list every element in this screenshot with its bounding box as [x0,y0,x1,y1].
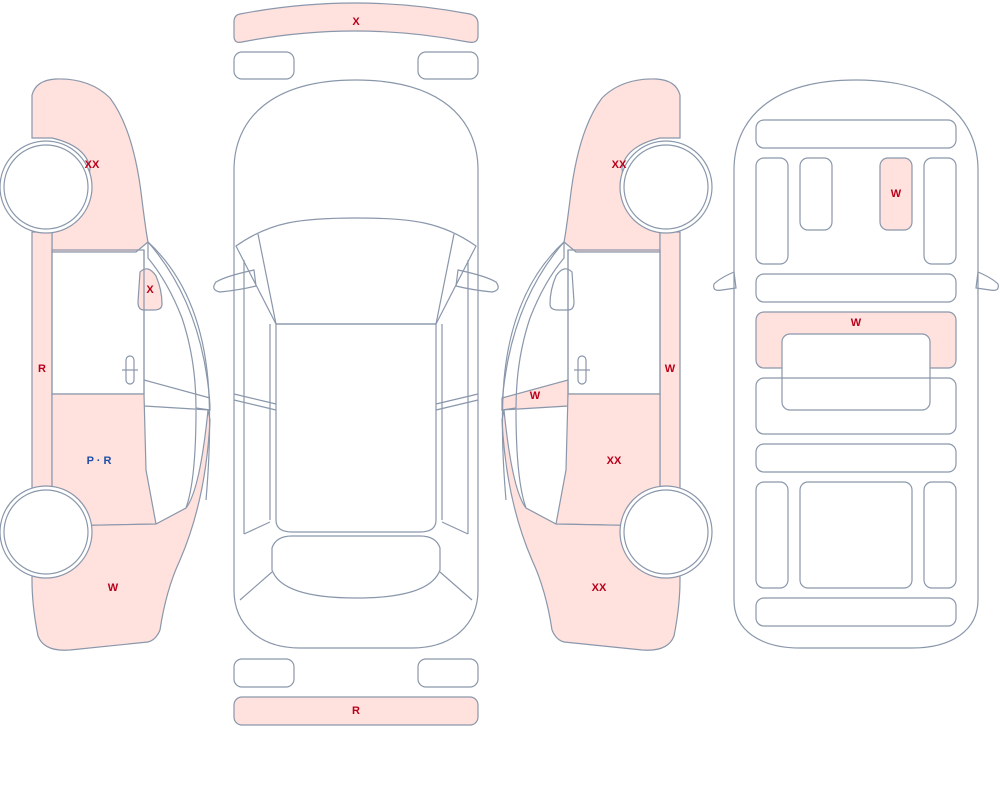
label-left-front-door: X [146,284,154,296]
top-view-pillar-a-left [257,233,277,325]
interior-left-rear-panel[interactable] [755,481,789,589]
right-door-seam [515,409,527,509]
left-door-seam [143,379,211,509]
top-view-rear-lines [239,571,473,601]
top-view-windshield[interactable] [235,217,477,325]
label-right-front-door: W [530,390,541,402]
top-view-roof[interactable] [275,323,437,533]
top-view-right-mirror[interactable] [455,269,499,293]
left-body-outline [143,241,211,501]
top-view-left-side [243,260,271,535]
right-front-wheel[interactable] [619,140,713,234]
top-view-left-door-line [233,393,277,411]
right-front-door-mirror[interactable] [549,268,575,311]
left-front-fender[interactable] [31,78,149,253]
right-rear-wheel-inner [623,489,709,575]
interior-rear-seat-area[interactable] [755,377,957,435]
interior-driver-seat[interactable] [799,157,833,231]
right-a-pillar-window [501,240,565,411]
left-quarter-panel[interactable] [31,409,211,651]
label-left-rocker: R [38,363,46,375]
label-interior-console: W [851,317,862,329]
right-mirror-top[interactable] [417,51,479,80]
label-front-bumper: X [352,16,360,28]
right-front-fender[interactable] [563,78,681,253]
interior-right-rear-panel[interactable] [923,481,957,589]
interior-left-front-panel[interactable] [755,157,789,265]
right-rear-wheel[interactable] [619,485,713,579]
right-side-view [501,78,713,651]
top-view-car [213,79,499,649]
label-right-quarter-panel: XX [592,582,607,594]
left-front-door-window [51,249,145,395]
top-view-right-door-line [435,393,479,411]
right-mirror-bottom[interactable] [417,658,479,688]
right-front-door-window [567,249,661,395]
left-front-wheel[interactable] [0,140,93,234]
interior-body [733,79,979,649]
label-left-rear-door: P · R [87,455,112,467]
top-view-rear-window[interactable] [271,535,441,599]
interior-right-mirror[interactable] [975,271,999,291]
label-rear-bumper: R [352,705,360,717]
right-quarter-panel[interactable] [501,409,681,651]
front-bumper-panel[interactable] [233,2,479,43]
interior-view [713,79,999,649]
top-view-body[interactable] [233,79,479,649]
interior-mid-panel[interactable] [755,273,957,303]
top-view-right-side [441,260,469,535]
interior-right-front-panel[interactable] [923,157,957,265]
left-side-view [0,78,211,651]
label-right-rear-door: XX [607,455,622,467]
interior-left-mirror[interactable] [713,271,737,291]
top-view-left-mirror[interactable] [213,269,257,293]
label-right-front-fender: XX [612,159,627,171]
top-view-pillar-a-right [435,233,455,325]
interior-dashboard[interactable] [755,119,957,149]
left-mirror-bottom[interactable] [233,658,295,688]
left-rocker-panel[interactable] [31,231,53,491]
left-rear-wheel[interactable] [0,485,93,579]
left-a-pillar-window [147,240,211,411]
right-body-outline [501,241,569,501]
rear-bumper-panel[interactable] [233,696,479,726]
label-right-rocker: W [665,363,676,375]
left-rear-wheel-inner [3,489,89,575]
left-mirror-top[interactable] [233,51,295,80]
interior-trunk-panel[interactable] [755,597,957,627]
label-interior-seat: W [891,188,902,200]
interior-passenger-seat[interactable] [879,157,913,231]
right-front-wheel-inner [623,144,709,230]
right-rocker-panel[interactable] [659,231,681,491]
interior-rear-bench[interactable] [755,443,957,473]
left-front-wheel-inner [3,144,89,230]
damage-labels: X R XX X R P · R W XX W W XX XX W W [38,16,902,717]
interior-center-box[interactable] [781,333,931,411]
label-left-front-fender: XX [85,159,100,171]
label-left-quarter-panel: W [108,582,119,594]
interior-cargo-area[interactable] [799,481,913,589]
